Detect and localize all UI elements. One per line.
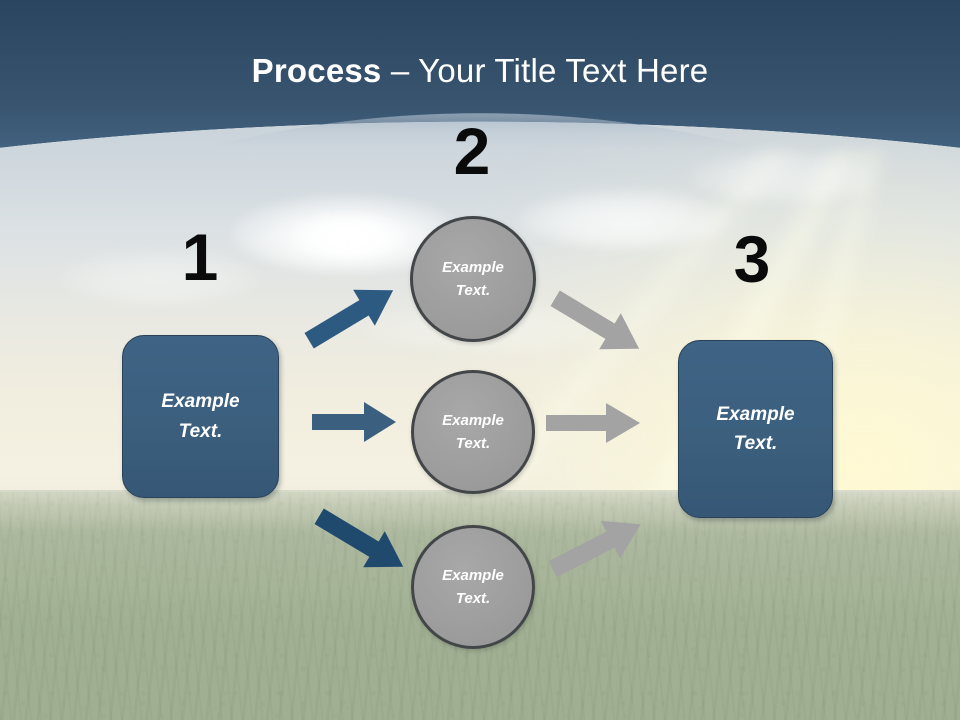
step-number-3: 3 (733, 222, 771, 296)
arrow-left-to-bottom-circle-icon (308, 503, 416, 581)
left-process-box[interactable]: Example Text. (122, 335, 279, 498)
middle-circle-label-line1: Example (442, 411, 504, 429)
right-box-label-line1: Example (716, 403, 795, 425)
bottom-process-circle[interactable]: Example Text. (411, 525, 535, 649)
page-title-bold: Process (251, 52, 382, 89)
right-process-box[interactable]: Example Text. (678, 340, 833, 518)
top-circle-label-line1: Example (442, 258, 504, 276)
page-title-rest: – Your Title Text Here (381, 52, 709, 89)
arrow-left-to-middle-circle-icon (312, 400, 398, 444)
arrow-middle-circle-to-right-box-icon (546, 400, 642, 446)
arrow-top-circle-to-right-box-icon (546, 287, 650, 361)
top-circle-label-line2: Text. (455, 282, 491, 299)
middle-process-circle[interactable]: Example Text. (411, 370, 535, 494)
step-number-1: 1 (181, 220, 219, 294)
bottom-circle-label-line1: Example (442, 566, 504, 584)
left-box-label-line1: Example (161, 391, 240, 413)
left-box-label-line2: Text. (178, 420, 223, 442)
arrow-bottom-circle-to-right-box-icon (544, 508, 652, 584)
top-process-circle[interactable]: Example Text. (410, 216, 536, 342)
step-number-2: 2 (453, 114, 491, 188)
page-title: Process – Your Title Text Here (0, 52, 960, 90)
bottom-circle-label-line2: Text. (455, 590, 491, 607)
right-box-label-line2: Text. (733, 433, 778, 454)
arrow-left-to-top-circle-icon (300, 278, 404, 352)
middle-circle-label-line2: Text. (455, 435, 491, 452)
